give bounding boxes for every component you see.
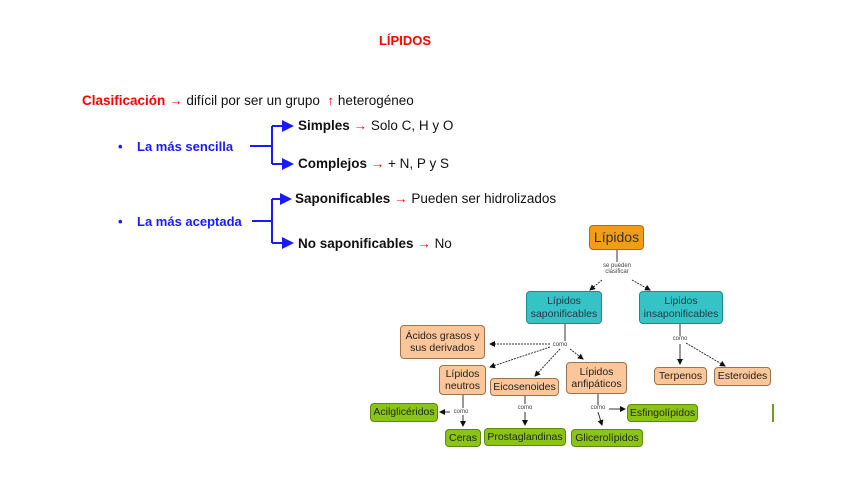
branch-simples: Simples → Solo C, H y O (298, 118, 453, 133)
arrow-right-icon: → (353, 118, 368, 133)
link-label: como (670, 336, 690, 343)
branch-term: No saponificables (298, 236, 414, 251)
arrow-right-icon: → (370, 156, 385, 171)
group-label-aceptada: La más aceptada (137, 214, 242, 229)
branch-desc: + N, P y S (388, 156, 449, 171)
branch-no-saponificables: No saponificables → No (298, 236, 452, 251)
node-lipidos: Lípidos (589, 225, 644, 250)
arrow-right-icon: → (394, 191, 408, 206)
classification-text-after: heterogéneo (337, 93, 414, 108)
node-esteroides: Esteroides (714, 367, 771, 386)
link-label: como (450, 409, 472, 416)
node-acidos-grasos: Ácidos grasos y sus derivados (400, 325, 485, 359)
link-label: como (587, 405, 609, 412)
node-ceras: Ceras (445, 429, 481, 447)
bracket-aceptada (252, 198, 292, 244)
link-label: como (550, 342, 570, 349)
branch-term: Saponificables (295, 191, 391, 206)
node-eicosenoides: Eicosenoides (490, 378, 559, 396)
link-label: como (514, 405, 536, 412)
branch-term: Complejos (298, 156, 368, 171)
branch-desc: No (434, 236, 452, 251)
arrow-right-icon: → (417, 236, 431, 251)
bracket-sencilla (250, 125, 292, 165)
classification-label: Clasificación (82, 93, 166, 108)
bullet-icon: • (118, 214, 123, 229)
branch-desc: Solo C, H y O (370, 118, 454, 133)
node-prostaglandinas: Prostaglandinas (484, 428, 566, 446)
branch-saponificables: Saponificables → Pueden ser hidrolizados (295, 191, 556, 206)
node-lipidos-saponificables: Lípidos saponificables (526, 291, 602, 324)
node-lipidos-neutros: Lípidos neutros (439, 365, 486, 395)
arrow-up-icon: ↑ (327, 93, 335, 108)
branch-term: Simples (298, 118, 350, 133)
node-lipidos-anfipaticos: Lípidos anfipáticos (566, 362, 627, 394)
branch-complejos: Complejos → + N, P y S (298, 156, 449, 171)
group-label-sencilla: La más sencilla (137, 139, 234, 154)
node-esfingolipidos: Esfingolípidos (627, 404, 698, 422)
node-glicerolipidos: Glicerolípidos (571, 429, 643, 447)
node-lipidos-insaponificables: Lipidos insaponificables (639, 291, 723, 324)
classification-line: Clasificación → difícil por ser un grupo… (82, 93, 414, 108)
classification-text: difícil por ser un grupo (186, 93, 320, 108)
link-label: se pueden clasificar (595, 263, 639, 276)
branch-desc: Pueden ser hidrolizados (411, 191, 557, 206)
node-terpenos: Terpenos (654, 367, 707, 385)
arrow-right-icon: → (169, 93, 183, 108)
node-acilgliceridos: Acilglicéridos (370, 403, 438, 422)
page-title: LÍPIDOS (378, 33, 431, 48)
bullet-icon: • (118, 139, 123, 154)
